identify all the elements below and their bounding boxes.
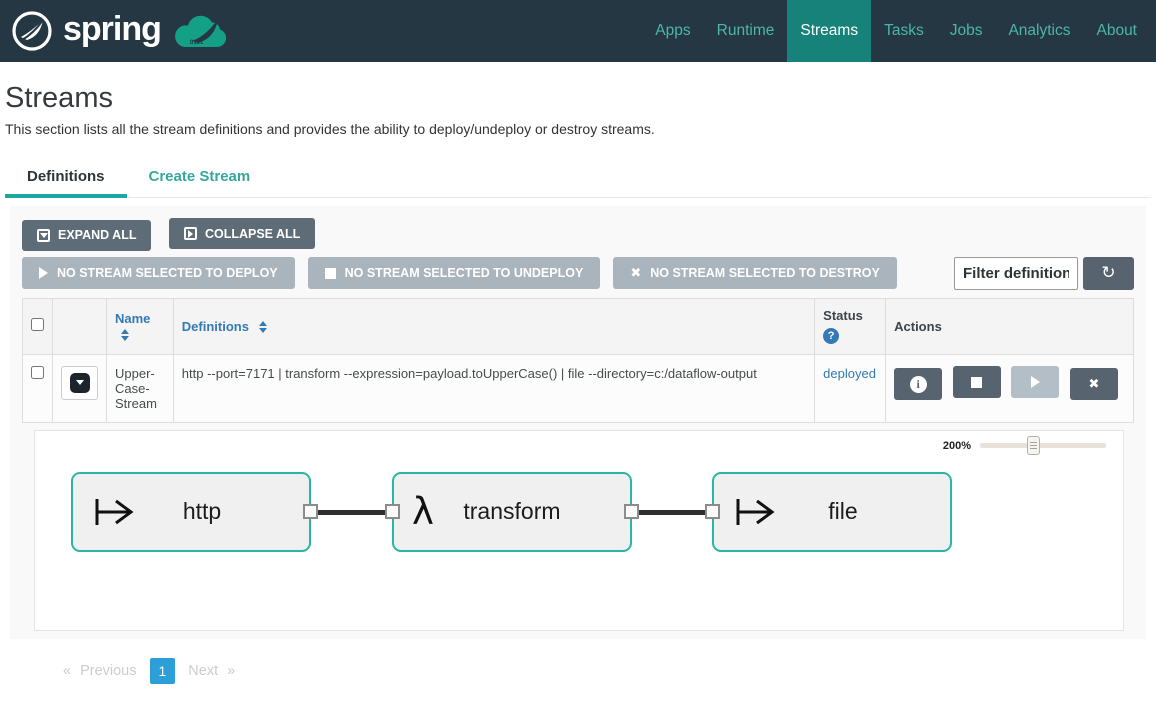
previous-page-link[interactable]: « Previous [63, 663, 137, 679]
navbar: spring 0101 Apps Runtime Streams Tasks J… [0, 0, 1156, 62]
refresh-button[interactable]: ↻ [1083, 256, 1134, 290]
destroy-icon: ✖ [630, 265, 642, 281]
play-icon [1030, 375, 1040, 388]
status-column-header: Status ? [814, 297, 887, 355]
stream-status-badge[interactable]: deployed [814, 353, 887, 423]
page-title: Streams [5, 82, 113, 114]
stream-definition-cell: http --port=7171 | transform --expressio… [172, 353, 816, 423]
deploy-selected-button[interactable]: NO STREAM SELECTED TO DEPLOY [22, 257, 295, 289]
output-port[interactable] [624, 503, 639, 519]
nav-item-apps[interactable]: Apps [655, 22, 691, 39]
input-port[interactable] [385, 503, 400, 519]
nav-links: Apps Runtime Streams Tasks Jobs Analytic… [642, 0, 1156, 62]
play-icon [39, 267, 48, 279]
select-all-checkbox[interactable] [31, 318, 44, 331]
table-row: Upper-Case-Stream http --port=7171 | tra… [22, 353, 1134, 423]
details-button[interactable]: i [894, 368, 943, 400]
status-help-icon[interactable]: ? [823, 328, 840, 344]
name-header-label: Name [115, 311, 151, 326]
stream-name-cell: Upper-Case-Stream [106, 353, 174, 423]
next-page-link[interactable]: Next » [188, 663, 235, 679]
pagination: « Previous 1 Next » [63, 657, 1151, 684]
undeploy-selected-button[interactable]: NO STREAM SELECTED TO UNDEPLOY [307, 257, 601, 289]
caret-right-square-icon [183, 227, 197, 240]
stream-definitions-table: Name Definitions Status ? Actions [22, 297, 1134, 423]
definitions-column-header[interactable]: Definitions [172, 297, 816, 355]
node-label: http [182, 498, 222, 524]
connection-line[interactable] [634, 509, 716, 515]
node-file[interactable]: file [705, 471, 952, 552]
next-label: Next [188, 662, 219, 679]
zoom-slider-thumb[interactable] [1027, 436, 1040, 455]
next-arrow-icon: » [227, 662, 236, 679]
zoom-level-label: 200% [942, 439, 971, 452]
expand-column-header [52, 297, 107, 355]
bulk-actions-row: NO STREAM SELECTED TO DEPLOY NO STREAM S… [22, 256, 1134, 290]
nav-item-tasks[interactable]: Tasks [884, 22, 924, 39]
nav-item-runtime[interactable]: Runtime [716, 22, 775, 39]
name-column-header[interactable]: Name [106, 297, 174, 355]
destroy-selected-label: NO STREAM SELECTED TO DESTROY [650, 266, 880, 280]
tab-create-stream[interactable]: Create Stream [148, 168, 251, 185]
node-transform[interactable]: λ transform [385, 471, 639, 552]
definitions-header-label: Definitions [181, 318, 249, 334]
previous-arrow-icon: « [63, 662, 72, 679]
actions-header-label: Actions [894, 318, 942, 334]
expand-collapse-row: EXPAND ALL COLLAPSE ALL [22, 218, 1134, 251]
refresh-icon: ↻ [1101, 263, 1116, 283]
zoom-control: 200% [942, 436, 1106, 455]
tab-bar: Definitions Create Stream [5, 158, 1151, 198]
expand-all-button[interactable]: EXPAND ALL [22, 219, 152, 251]
filter-definitions-input[interactable] [954, 256, 1078, 290]
tab-definitions[interactable]: Definitions [5, 158, 127, 198]
sort-icon[interactable] [121, 328, 129, 341]
node-label: transform [463, 498, 561, 524]
row-expand-button[interactable] [61, 365, 98, 400]
stop-icon [324, 267, 336, 279]
actions-column-header: Actions [885, 297, 1134, 355]
deploy-stream-button[interactable] [1011, 365, 1060, 398]
nav-item-about[interactable]: About [1096, 22, 1137, 39]
stop-icon [971, 376, 983, 388]
brand[interactable]: spring 0101 [0, 0, 232, 62]
spring-leaf-logo-icon [12, 11, 52, 51]
nav-item-analytics[interactable]: Analytics [1008, 22, 1071, 39]
expand-all-label: EXPAND ALL [58, 228, 137, 242]
previous-label: Previous [80, 662, 137, 679]
stream-flow-canvas[interactable]: 200% http λ transform [34, 429, 1124, 631]
stream-sink-arrow-icon [734, 496, 776, 528]
page-subtitle: This section lists all the stream defini… [5, 121, 655, 137]
definitions-panel: EXPAND ALL COLLAPSE ALL NO STREAM SELECT… [10, 206, 1146, 639]
nav-item-streams[interactable]: Streams [787, 0, 872, 62]
stream-source-arrow-icon [93, 496, 135, 528]
lambda-icon: λ [412, 490, 434, 533]
svg-text:0101: 0101 [190, 40, 204, 46]
collapse-all-label: COLLAPSE ALL [204, 226, 301, 241]
page-number-1[interactable]: 1 [149, 657, 176, 684]
cloud-logo-icon: 0101 [174, 15, 226, 48]
nav-item-jobs[interactable]: Jobs [949, 22, 983, 39]
table-header-row: Name Definitions Status ? Actions [22, 297, 1134, 355]
connection-line[interactable] [313, 509, 395, 515]
caret-down-square-icon [69, 372, 90, 393]
zoom-slider-track[interactable] [980, 436, 1106, 455]
status-header-label: Status [823, 308, 863, 323]
info-icon: i [909, 375, 927, 393]
sort-icon[interactable] [258, 321, 267, 334]
row-select-checkbox[interactable] [31, 365, 44, 379]
row-actions-cell: i ✖ [885, 353, 1134, 423]
destroy-icon: ✖ [1088, 376, 1100, 392]
input-port[interactable] [705, 503, 720, 519]
caret-down-square-icon [37, 228, 50, 242]
node-http[interactable]: http [71, 471, 318, 552]
deploy-selected-label: NO STREAM SELECTED TO DEPLOY [57, 266, 278, 280]
output-port[interactable] [303, 503, 318, 519]
undeploy-selected-label: NO STREAM SELECTED TO UNDEPLOY [344, 266, 584, 280]
node-label: file [828, 498, 858, 524]
collapse-all-button[interactable]: COLLAPSE ALL [168, 218, 316, 249]
brand-name: spring [63, 9, 162, 48]
destroy-stream-button[interactable]: ✖ [1070, 368, 1118, 400]
destroy-selected-button[interactable]: ✖ NO STREAM SELECTED TO DESTROY [613, 257, 897, 289]
undeploy-stream-button[interactable] [952, 366, 1001, 398]
